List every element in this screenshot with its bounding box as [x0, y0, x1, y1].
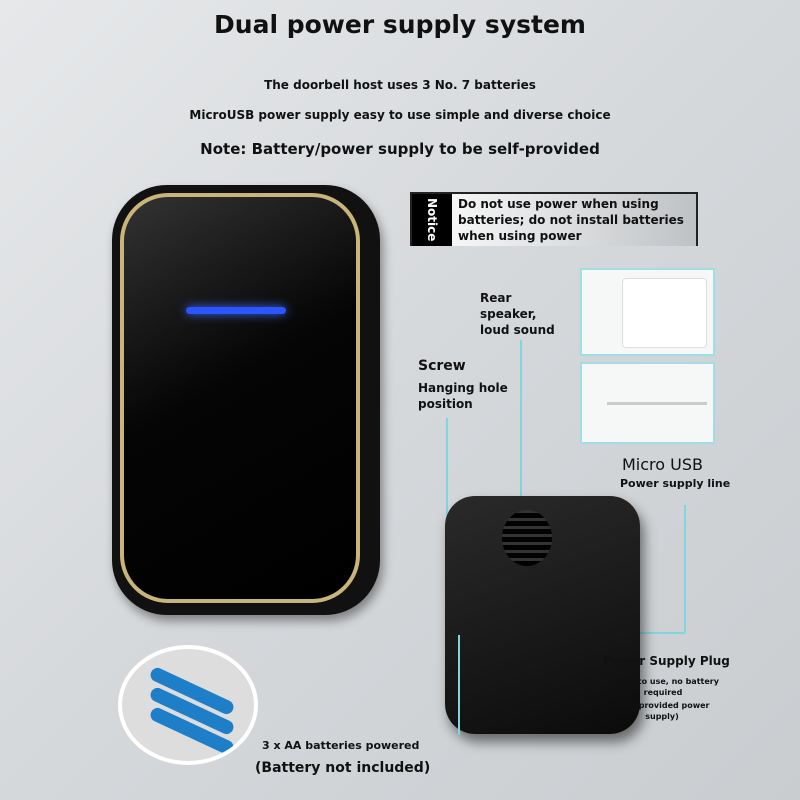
callout-line — [446, 418, 448, 518]
doorbell-front-image — [112, 185, 380, 615]
callout-line — [684, 505, 686, 633]
subtitle-microusb: MicroUSB power supply easy to use simple… — [189, 108, 611, 122]
led-indicator — [186, 307, 286, 314]
callout-line — [458, 635, 460, 735]
screw-label: Screw — [418, 358, 466, 374]
charger-image — [580, 268, 715, 356]
doorbell-back-image — [445, 496, 640, 734]
usb-cable-image — [580, 362, 715, 444]
batteries-label: 3 x AA batteries powered — [262, 739, 420, 752]
micro-usb-label: Micro USB — [622, 455, 703, 474]
callout-line — [605, 632, 685, 634]
subtitle-batteries: The doorbell host uses 3 No. 7 batteries — [264, 78, 536, 92]
notice-box: Notice Do not use power when using batte… — [410, 192, 698, 246]
notice-tag: Notice — [412, 194, 452, 246]
page-title: Dual power supply system — [214, 10, 586, 39]
notice-text: Do not use power when using batteries; d… — [458, 197, 684, 243]
micro-usb-sublabel: Power supply line — [620, 477, 731, 490]
callout-line — [520, 340, 522, 520]
speaker-grille — [502, 510, 552, 566]
note-text: Note: Battery/power supply to be self-pr… — [200, 140, 600, 158]
screw-sublabel: Hanging hole position — [418, 381, 508, 411]
power-plug-note: (Self-provided power supply) — [614, 701, 710, 721]
battery-compartment-image — [118, 645, 258, 765]
power-plug-label: Power Supply Plug — [603, 654, 730, 668]
power-plug-sublabel: Ready to use, no battery required — [607, 677, 719, 697]
rear-speaker-label: Rear speaker, loud sound — [480, 291, 555, 337]
battery-note: (Battery not included) — [255, 760, 431, 776]
